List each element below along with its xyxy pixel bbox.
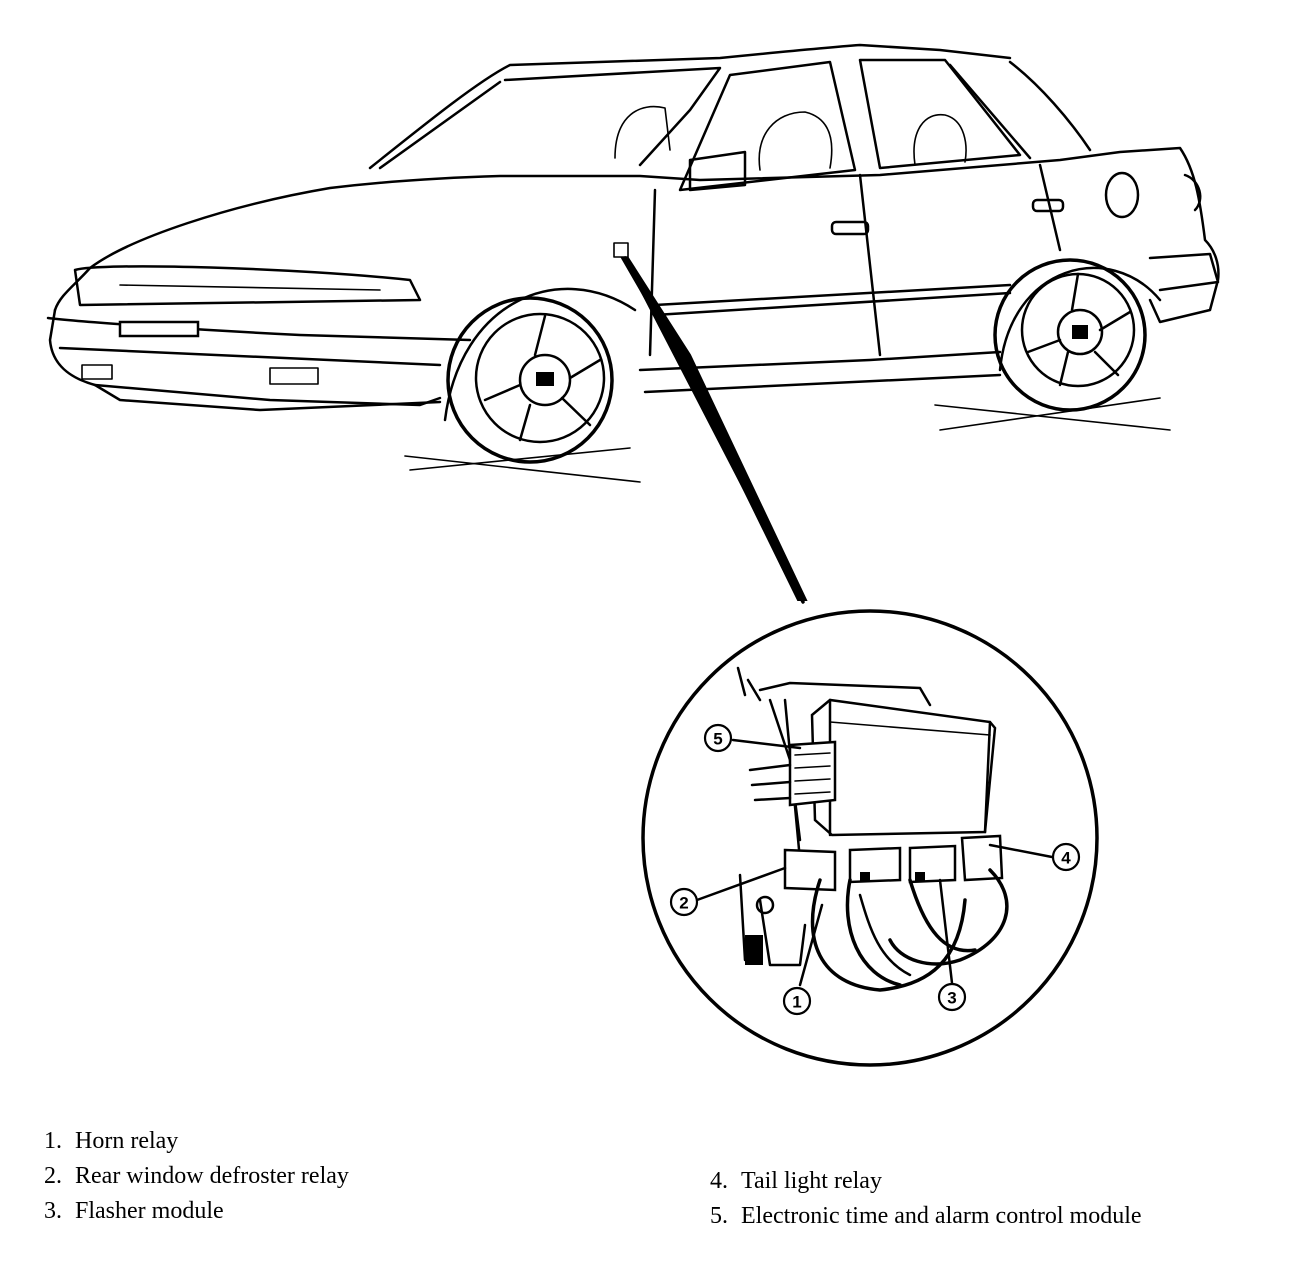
legend-number: 3. <box>44 1198 62 1224</box>
callout-3: 3 <box>937 982 967 1012</box>
svg-text:3: 3 <box>947 989 956 1008</box>
legend-label: Electronic time and alarm control module <box>741 1203 1142 1229</box>
legend-item-tail-light-relay: 4. Tail light relay <box>710 1164 1142 1199</box>
legend-label: Rear window defroster relay <box>75 1163 349 1189</box>
detail-pointer <box>620 257 808 601</box>
svg-text:5: 5 <box>713 730 722 749</box>
legend-label: Tail light relay <box>741 1168 882 1194</box>
legend-item-time-alarm-module: 5. Electronic time and alarm control modu… <box>710 1199 1142 1234</box>
legend-label: Horn relay <box>75 1128 179 1154</box>
legend-item-flasher-module: 3. Flasher module <box>44 1194 349 1229</box>
sedan-illustration <box>46 43 1220 483</box>
legend-number: 4. <box>710 1168 728 1194</box>
callout-1: 1 <box>782 986 812 1016</box>
svg-text:4: 4 <box>1061 849 1071 868</box>
svg-text:1: 1 <box>792 993 801 1012</box>
legend-item-defroster-relay: 2. Rear window defroster relay <box>44 1159 349 1194</box>
callout-2: 2 <box>669 887 699 917</box>
legend-item-horn-relay: 1. Horn relay <box>44 1124 349 1159</box>
legend-right-column: 4. Tail light relay 5. Electronic time and… <box>710 1164 1142 1234</box>
legend-left-column: 1. Horn relay 2. Rear window defroster rel… <box>44 1124 349 1229</box>
legend-number: 2. <box>44 1163 62 1189</box>
detail-view: 5 2 4 1 3 <box>641 609 1099 1067</box>
legend-number: 5. <box>710 1203 728 1229</box>
callout-5: 5 <box>703 723 733 753</box>
legend-number: 1. <box>44 1128 62 1154</box>
callout-4: 4 <box>1051 842 1081 872</box>
svg-text:2: 2 <box>679 894 688 913</box>
legend-label: Flasher module <box>75 1198 224 1224</box>
